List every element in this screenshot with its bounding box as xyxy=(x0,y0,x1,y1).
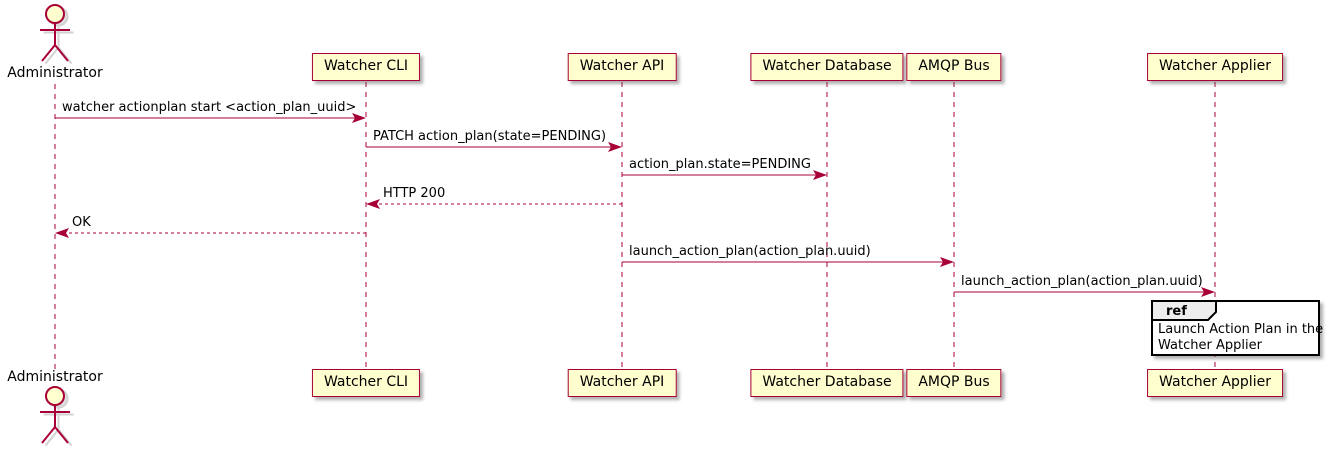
ref-keyword: ref xyxy=(1166,304,1187,319)
ref-text-line: Watcher Applier xyxy=(1158,338,1262,353)
participant-label-administrator-bottom: Administrator xyxy=(7,369,103,385)
message-label-2: action_plan.state=PENDING xyxy=(629,157,811,172)
participant-watcher-applier-top: Watcher Applier xyxy=(1147,53,1283,81)
arrowhead-icon xyxy=(1201,287,1215,297)
participant-label-administrator-top: Administrator xyxy=(7,65,103,81)
participant-watcher-api-bottom: Watcher API xyxy=(567,369,677,397)
message-label-4: OK xyxy=(72,215,91,230)
participant-watcher-api-top: Watcher API xyxy=(567,53,677,81)
participant-amqp-bus-bottom: AMQP Bus xyxy=(906,369,1002,397)
message-label-5: launch_action_plan(action_plan.uuid) xyxy=(629,244,871,259)
ref-tab: ref xyxy=(1151,300,1217,321)
participant-watcher-database-top: Watcher Database xyxy=(750,53,904,81)
actor-icon xyxy=(40,386,74,447)
participant-watcher-cli-top: Watcher CLI xyxy=(311,53,421,81)
message-label-6: launch_action_plan(action_plan.uuid) xyxy=(961,274,1203,289)
participant-watcher-database-bottom: Watcher Database xyxy=(750,369,904,397)
actor-icon xyxy=(40,4,74,65)
participant-watcher-applier-bottom: Watcher Applier xyxy=(1147,369,1283,397)
arrowhead-icon xyxy=(608,142,622,152)
arrowhead-icon xyxy=(55,228,69,238)
arrowhead-icon xyxy=(366,199,380,209)
message-label-1: PATCH action_plan(state=PENDING) xyxy=(373,129,607,144)
arrowhead-icon xyxy=(352,113,366,123)
ref-text-line: Launch Action Plan in the xyxy=(1158,322,1324,337)
participant-watcher-cli-bottom: Watcher CLI xyxy=(311,369,421,397)
arrowhead-icon xyxy=(940,257,954,267)
participant-amqp-bus-top: AMQP Bus xyxy=(906,53,1002,81)
message-label-3: HTTP 200 xyxy=(383,186,446,201)
arrowhead-icon xyxy=(813,170,827,180)
message-label-0: watcher actionplan start <action_plan_uu… xyxy=(62,100,357,115)
